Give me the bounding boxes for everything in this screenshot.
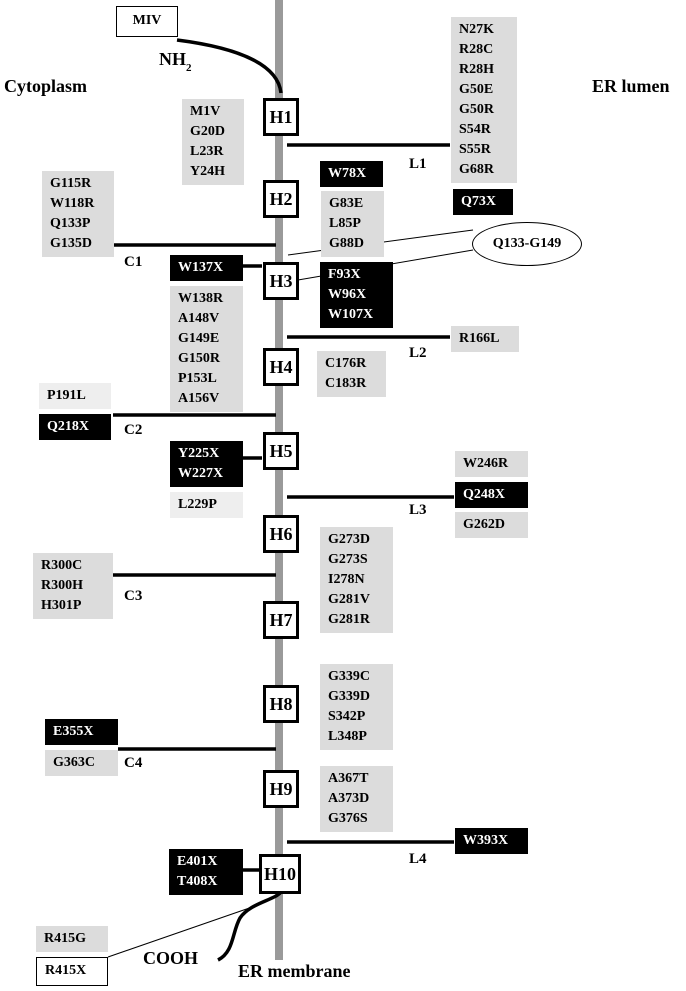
- helix-h7: H7: [263, 601, 299, 639]
- mutation-e355x: E355X: [45, 719, 118, 745]
- loop-l3-label: L3: [409, 502, 427, 518]
- helix-h1: H1: [263, 98, 299, 136]
- mutation-q73x: Q73X: [453, 189, 513, 215]
- helix-h2: H2: [263, 180, 299, 218]
- cytoplasm-label: Cytoplasm: [4, 76, 88, 96]
- helix-h10: H10: [259, 854, 301, 894]
- helix-h4: H4: [263, 348, 299, 386]
- mutation-w137x: W137X: [170, 255, 243, 281]
- mutation-w246r: W246R: [455, 451, 528, 477]
- helix-h8: H8: [263, 685, 299, 723]
- mutation-w78x: W78X: [320, 161, 383, 187]
- helix-h3: H3: [263, 262, 299, 300]
- er-lumen-label: ER lumen: [592, 76, 670, 96]
- mutation-r166l: R166L: [451, 326, 519, 352]
- mutation-p191l: P191L: [39, 383, 111, 409]
- mutation-r415g: R415G: [36, 926, 108, 952]
- mutation-q248x: Q248X: [455, 482, 528, 508]
- helix-h6: H6: [263, 515, 299, 553]
- c-terminus-tail: [217, 890, 283, 962]
- loop-l4-label: L4: [409, 851, 427, 867]
- er-membrane-label: ER membrane: [238, 961, 351, 981]
- r415-pointer: [107, 904, 259, 958]
- loop-c2-label: C2: [124, 422, 143, 438]
- helix-h5: H5: [263, 432, 299, 470]
- mutation-w393x: W393X: [455, 828, 528, 854]
- n-terminus-tail: [176, 38, 283, 94]
- loop-c3-label: C3: [124, 588, 143, 604]
- c-terminus-label: COOH: [143, 948, 199, 968]
- mutation-g262d: G262D: [455, 512, 528, 538]
- mutation-g363c: G363C: [45, 750, 118, 776]
- mutation-q218x: Q218X: [39, 414, 111, 440]
- mutation-l229p: L229P: [170, 492, 243, 518]
- n-terminus-label: NH2: [159, 49, 192, 74]
- loop-c1-label: C1: [124, 254, 143, 270]
- mutation-miv: MIV: [116, 6, 178, 37]
- loop-c4-label: C4: [124, 755, 143, 771]
- loop-l2-label: L2: [409, 345, 427, 361]
- deletion-q133-g149: Q133-G149: [472, 222, 582, 266]
- helix-h9: H9: [263, 770, 299, 808]
- mutation-r415x: R415X: [36, 957, 108, 986]
- loop-l1-label: L1: [409, 156, 427, 172]
- er-membrane-bar: [275, 0, 283, 960]
